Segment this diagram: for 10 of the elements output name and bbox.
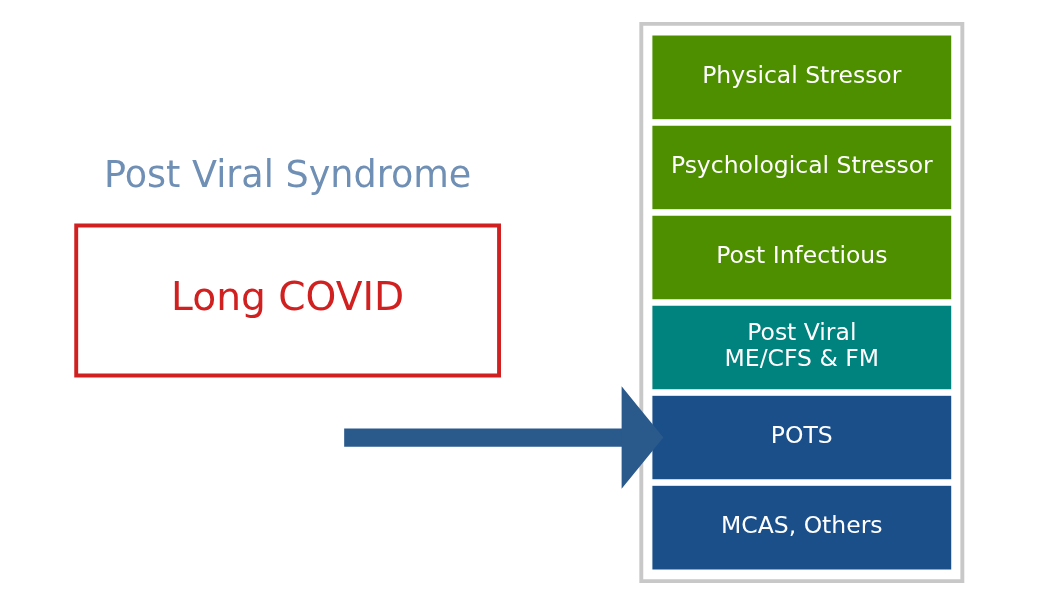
node-box: Psychological Stressor bbox=[651, 124, 953, 211]
node-box: Post Viral ME/CFS & FM bbox=[651, 304, 953, 391]
cluster bbox=[639, 21, 965, 584]
node-box: Long COVID bbox=[74, 223, 501, 378]
arrow bbox=[344, 386, 664, 489]
node-box: Post Infectious bbox=[651, 214, 953, 301]
label: Post Viral Syndrome bbox=[103, 152, 472, 196]
node-box: POTS bbox=[651, 394, 953, 481]
node-box: MCAS, Others bbox=[651, 484, 953, 571]
node-box: Physical Stressor bbox=[651, 34, 953, 121]
